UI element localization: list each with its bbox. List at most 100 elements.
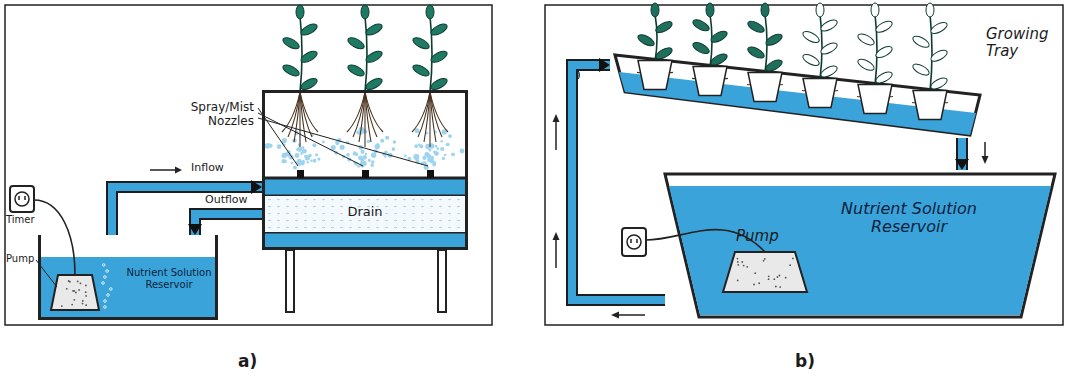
plant-stem [875,14,877,85]
plant-leaf [281,35,301,51]
plant-leaf [856,57,876,73]
mist-droplet [367,140,371,144]
mist-droplet [313,159,317,163]
socket-face [15,192,29,206]
mist-droplet [312,143,316,147]
inflow-channel [265,178,465,196]
pump-texture [737,258,739,260]
flow-arrow [555,118,557,150]
mist-droplet [365,153,367,155]
pump-texture [78,289,80,291]
mist-droplet [440,147,444,151]
plant-leaf [709,52,729,68]
plant-stem [365,16,367,92]
nozzle-label: Spray/Mist Nozzles [162,101,254,129]
flow-arrow-head [175,167,182,174]
tray-label: Growing Tray [986,26,1056,61]
growing-chamber: Spray/Mist NozzlesDrain [262,90,468,250]
table-leg [438,250,446,312]
mist-droplet [355,153,358,156]
plant-leaf [411,63,431,79]
mist-droplet [432,163,436,167]
flow-label: Inflow [190,162,225,175]
mist-droplet [340,145,345,150]
plant-leaf [764,58,784,74]
pump-texture [779,275,781,277]
arrow-head [955,159,969,170]
arrow-head [599,58,610,72]
pump-texture [754,272,756,274]
mist-droplet [452,153,455,156]
bottom-channel [265,232,465,247]
pump-texture [763,260,765,262]
chamber-label: Drain [265,205,465,220]
net-pot [748,72,782,101]
socket-slot [18,196,20,200]
net-pot [638,60,672,89]
plant-leaf [819,41,839,57]
bubble [104,306,107,309]
pump-texture [775,286,777,288]
plant-leaf [411,35,431,51]
plant-leaf [426,5,434,19]
mist-droplet [360,150,364,154]
mist-droplet [444,154,447,157]
plant-leaf [911,34,931,50]
plant-leaf [346,63,366,79]
mist-droplet [375,144,380,149]
mist-droplet [414,128,419,133]
leader-line [36,260,57,287]
bubble [107,294,110,297]
plant-root [365,92,383,132]
socket-slot [630,239,632,243]
reservoir-tank: Nutrient Solution Reservoir [665,170,1055,320]
mist-droplet [385,136,389,140]
mist-droplet [392,147,396,151]
plant-root [430,92,448,132]
mist-droplet [418,143,421,146]
mist-droplet [435,145,438,148]
mist-droplet [436,147,439,150]
mist-droplet [358,156,363,161]
plant-leaf [874,19,894,35]
socket-slot [636,239,638,243]
power-socket [622,228,646,256]
mist-droplet [302,149,307,154]
mist-droplet [293,165,297,169]
mist-droplet [414,154,419,159]
nozzle [362,170,369,178]
mist-droplet [448,134,452,138]
mist-droplet [440,140,442,142]
mist-droplet [300,161,304,165]
mist-droplet [446,143,449,146]
reservoir-label: Nutrient Solution Reservoir [813,200,1005,237]
mist-droplet [296,148,299,151]
pump-texture [779,286,781,288]
arrow-head [251,180,262,194]
reservoir-label: Nutrient Solution Reservoir [125,267,213,290]
plant-leaf [429,22,449,38]
plant-leaf [706,3,714,17]
mist-droplet [428,149,431,152]
plant-leaf [926,3,934,17]
arrow-head [188,224,202,235]
mist-droplet [282,138,287,143]
timer-socket [10,186,34,212]
pump-texture [785,277,787,279]
flow-arrow [555,236,557,268]
mist-droplet [305,155,310,160]
timer-label: Timer [6,214,35,226]
plant-leaf [429,49,449,65]
pump-body [51,275,99,310]
tray-body [615,55,980,135]
pump-texture [792,258,794,260]
nozzle [427,170,434,178]
plant-stem [820,14,822,79]
pump-texture [73,299,75,301]
pump-texture [764,258,766,260]
plant-leaf [761,3,769,17]
pump-texture [753,284,755,286]
tray-water [619,72,976,135]
leader-line [258,118,428,166]
